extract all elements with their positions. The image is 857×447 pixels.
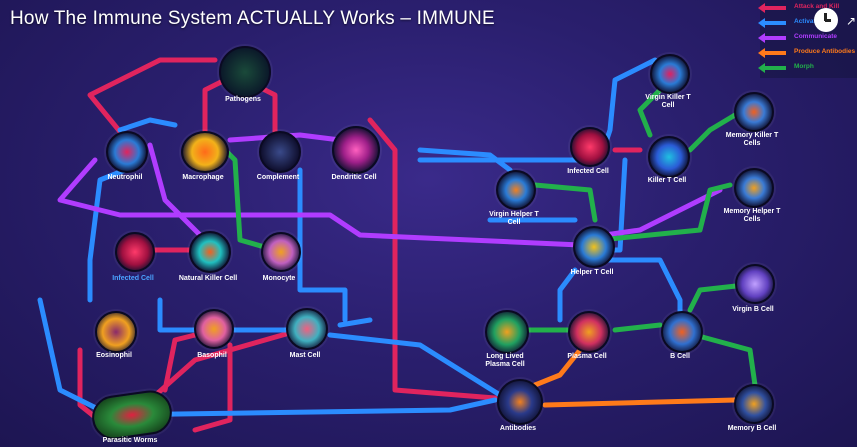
edge-attack	[192, 342, 233, 433]
node-label: Monocyte	[262, 275, 296, 282]
edge-activate	[297, 167, 348, 323]
node-label: Infected Cell	[567, 168, 609, 175]
chevron-icon[interactable]: ↗	[846, 14, 857, 28]
node-label: Plasma Cell	[567, 353, 607, 360]
node-label: Macrophage	[182, 174, 224, 181]
edge-morph	[687, 282, 748, 313]
edge-morph	[222, 147, 278, 253]
edge-attack	[87, 57, 218, 153]
node-label: Memory B Cell	[727, 425, 777, 432]
natural-killer-cell-icon	[189, 231, 231, 273]
killer-t-cell-icon	[648, 136, 690, 178]
plasma-cell-icon	[568, 311, 610, 353]
arrow-left-icon	[758, 33, 786, 43]
legend-label: Activate	[794, 18, 820, 25]
memory-helper-t-cells-icon	[734, 168, 774, 208]
node-label: Natural Killer Cell	[178, 275, 238, 282]
edge-communicate	[147, 142, 208, 243]
memory-killer-t-cells-icon	[734, 92, 774, 132]
edge-activate	[557, 267, 578, 323]
edge-attack	[367, 117, 498, 401]
antibodies-icon	[497, 379, 543, 425]
edge-activate	[417, 57, 658, 163]
node-label: Virgin B Cell	[732, 306, 774, 313]
edge-activate	[337, 317, 373, 328]
mast-cell-icon	[286, 308, 328, 350]
node-label: Complement	[256, 174, 300, 181]
edge-activate	[87, 167, 128, 303]
node-label: Parasitic Worms	[102, 437, 158, 444]
edge-activate	[157, 297, 293, 333]
node-label: Memory Helper T Cells	[723, 208, 781, 223]
b-cell-icon	[661, 311, 703, 353]
long-lived-plasma-cell-icon	[485, 310, 529, 354]
edge-activate	[327, 332, 503, 398]
legend-label: Attack and Kill	[794, 3, 840, 10]
infected-cell-icon	[570, 127, 610, 167]
clock-icon[interactable]	[814, 8, 838, 32]
arrow-left-icon	[758, 48, 786, 58]
complement-icon	[259, 131, 301, 173]
legend-label: Produce Antibodies	[794, 48, 856, 55]
legend-item-morph: Morph	[758, 62, 857, 74]
node-label: Helper T Cell	[570, 269, 614, 276]
node-label: Memory Killer T Cells	[725, 132, 779, 147]
edge-produce-antibodies	[532, 347, 583, 388]
legend-item-produce-antibodies: Produce Antibodies	[758, 47, 857, 59]
virgin-helper-t-cell-icon	[496, 170, 536, 210]
legend-label: Morph	[794, 63, 814, 70]
helper-t-cell-icon	[573, 226, 615, 268]
legend: Attack and Kill Activate Communicate Pro…	[758, 0, 857, 78]
edge-communicate	[227, 132, 343, 143]
arrow-left-icon	[758, 3, 786, 13]
edge-morph	[597, 182, 733, 243]
video-title: How The Immune System ACTUALLY Works – I…	[10, 8, 495, 29]
edge-morph	[612, 322, 663, 333]
legend-item-attack: Attack and Kill	[758, 2, 857, 14]
memory-b-cell-icon	[734, 384, 774, 424]
edge-attack	[202, 77, 228, 143]
edge-morph	[637, 82, 668, 138]
node-label: Eosinophil	[96, 352, 132, 359]
dendritic-cell-icon	[332, 126, 380, 174]
arrow-left-icon	[758, 63, 786, 73]
macrophage-icon	[181, 131, 229, 173]
node-label: Pathogens	[225, 96, 261, 103]
node-label: Antibodies	[499, 425, 537, 432]
node-label: Infected Cell	[112, 275, 154, 282]
edge-activate	[597, 257, 683, 318]
arrow-left-icon	[758, 18, 786, 28]
infected-cell-icon	[115, 232, 155, 272]
edge-activate	[117, 117, 178, 133]
edge-communicate	[57, 157, 583, 248]
neutrophil-icon	[106, 131, 148, 173]
node-label: Dendritic Cell	[331, 174, 377, 181]
edge-attack	[147, 327, 303, 403]
virgin-killer-t-cell-icon	[650, 54, 690, 94]
node-label: Virgin Killer T Cell	[645, 94, 691, 109]
pathogens-icon	[219, 46, 271, 98]
node-label: Long Lived Plasma Cell	[485, 353, 525, 368]
edge-produce-antibodies	[542, 397, 738, 408]
basophil-icon	[194, 309, 234, 349]
legend-label: Communicate	[794, 33, 837, 40]
node-label: Mast Cell	[289, 352, 321, 359]
edge-morph	[692, 332, 758, 388]
node-label: Virgin Helper T Cell	[489, 211, 539, 226]
virgin-b-cell-icon	[735, 264, 775, 304]
node-label: Basophil	[197, 352, 227, 359]
monocyte-icon	[261, 232, 301, 272]
node-label: Killer T Cell	[647, 177, 687, 184]
edge-activate	[417, 147, 513, 173]
legend-item-communicate: Communicate	[758, 32, 857, 44]
edge-morph	[532, 182, 598, 223]
node-label: Neutrophil	[107, 174, 143, 181]
legend-item-activate: Activate	[758, 17, 857, 29]
eosinophil-icon	[95, 311, 137, 353]
node-label: B Cell	[670, 353, 690, 360]
edge-morph	[687, 112, 738, 153]
